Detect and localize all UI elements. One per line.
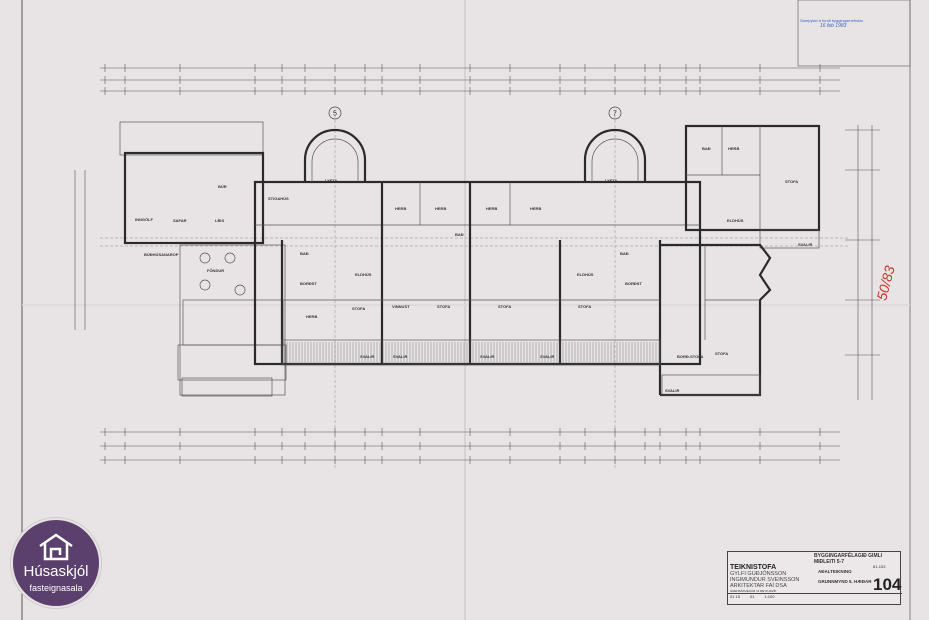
- logo-tagline: fasteignasala: [29, 583, 83, 593]
- room-label: INNGÓLF: [135, 217, 154, 222]
- room-label: STOFA: [437, 304, 450, 309]
- room-label: SVALIR: [665, 388, 679, 393]
- room-label: SVALIR: [360, 354, 374, 359]
- husaskjol-logo: Húsaskjól fasteignasala: [11, 518, 101, 608]
- room-label: SVALIR: [798, 242, 812, 247]
- drawing-subtitle: GRUNNMYND 5. HÆÐAR: [818, 579, 872, 584]
- room-label: FÖNDUR: [207, 268, 224, 273]
- room-label: STOFA: [498, 304, 511, 309]
- grid-marker-5: 5: [328, 106, 342, 120]
- middle-wing: [253, 180, 702, 395]
- stair-tower-5: [303, 128, 367, 182]
- room-label: BÚR: [218, 184, 227, 189]
- drawing-number: 104: [873, 575, 902, 594]
- room-label: BAÐ: [455, 232, 464, 237]
- room-label: BAÐ: [620, 251, 629, 256]
- project-name: BYGGINGARFÉLAGIÐ GIMLI MIÐLEITI 5-7: [814, 553, 883, 565]
- house-icon: [39, 533, 73, 561]
- scale: 1:100: [764, 594, 775, 599]
- svg-text:7: 7: [613, 111, 617, 118]
- firm-name: TEIKNISTOFA: [730, 564, 777, 571]
- room-labels: BÚR SAFAR LÍÐS INNGÓLF FÖNDUR STIGAHÚS B…: [135, 146, 812, 393]
- grid-marker-7: 7: [608, 106, 622, 120]
- annotation: BÚÐHÚSANAROP: [144, 252, 179, 257]
- room-label: HERB: [306, 314, 317, 319]
- top-right-frame: [797, 0, 911, 67]
- room-label: ELDHÚS: [355, 272, 372, 277]
- room-label: SVALIR: [393, 354, 407, 359]
- room-label: BORÐ-STOFA: [677, 354, 703, 359]
- room-label: HERB: [435, 206, 446, 211]
- room-label: BORÐST: [300, 281, 317, 286]
- stamp-date: 16 feb 1983: [820, 23, 847, 29]
- room-label: HERB: [395, 206, 406, 211]
- room-label: BAÐ: [702, 146, 711, 151]
- room-label: BORÐST: [625, 281, 642, 286]
- room-label: SVALIR: [480, 354, 494, 359]
- logo-name: Húsaskjól: [23, 563, 89, 580]
- stair-tower-7: [583, 128, 647, 182]
- architect-line: ARKITEKTAR FAÍ DSA: [730, 583, 787, 589]
- room-label: STIGAHÚS: [268, 196, 289, 201]
- svg-text:5: 5: [333, 111, 337, 118]
- room-label: ELDHÚS: [577, 272, 594, 277]
- drawing-type: AÐALTEIKNING: [818, 569, 852, 574]
- room-label: BAÐ: [300, 251, 309, 256]
- architect-line: INGIMUNDUR SVEINSSON: [730, 577, 800, 583]
- grid-axes: [100, 110, 850, 470]
- project-code: 81-153: [873, 564, 886, 569]
- firm-address: GRENSÁSVEGUR 11 REYKJAVÍK: [730, 589, 777, 593]
- room-label: LYFTA: [605, 178, 617, 183]
- room-label: SVALIR: [540, 354, 554, 359]
- left-wing: [119, 121, 287, 397]
- dimension-lines-right: [74, 125, 880, 400]
- room-label: LYFTA: [325, 178, 337, 183]
- dimension-lines-top: [100, 64, 840, 95]
- title-block: TEIKNISTOFA GYLFI GUÐJÓNSSON INGIMUNDUR …: [727, 551, 902, 605]
- room-label: HERB: [530, 206, 541, 211]
- dimension-lines-bottom: [100, 428, 840, 464]
- teikn-number: 01: [750, 594, 755, 599]
- room-label: STOFA: [785, 179, 798, 184]
- room-label: SAFAR: [173, 218, 187, 223]
- room-label: VINNUST: [392, 304, 410, 309]
- architect-line: GYLFI GUÐJÓNSSON: [730, 571, 787, 577]
- room-label: ELDHÚS: [727, 218, 744, 223]
- verk-number: 01 15: [730, 594, 741, 599]
- right-wing: [660, 124, 821, 397]
- room-label: STOFA: [715, 351, 728, 356]
- stamp-text: Samþykkt á fundi byggingarnefndar: [800, 18, 863, 23]
- room-label: HERB: [486, 206, 497, 211]
- room-label: STOFA: [578, 304, 591, 309]
- approval-stamp: Samþykkt á fundi byggingarnefndar 16 feb…: [800, 18, 863, 29]
- room-label: LÍÐS: [215, 218, 224, 223]
- room-label: STOFA: [352, 306, 365, 311]
- room-label: HERB: [728, 146, 739, 151]
